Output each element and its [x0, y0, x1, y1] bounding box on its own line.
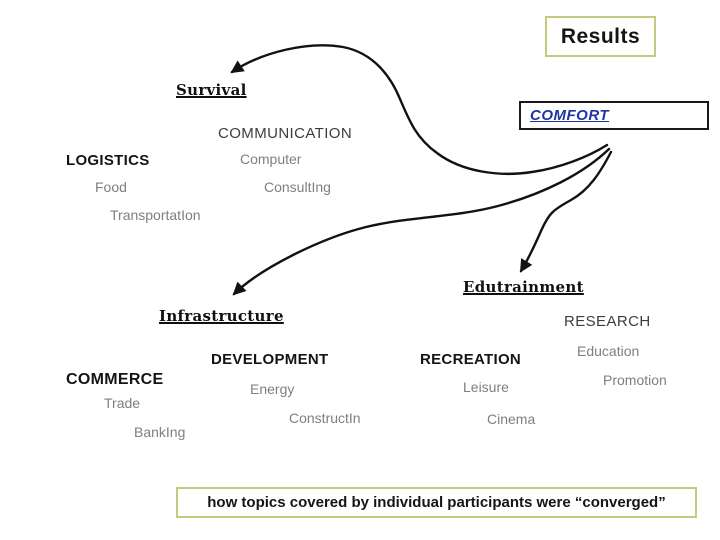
- comfort-box: COMFORT: [519, 101, 709, 130]
- development-label: DEVELOPMENT: [211, 351, 329, 368]
- topic-cinema: Cinema: [487, 411, 536, 427]
- caption-text: how topics covered by individual partici…: [207, 494, 666, 511]
- topic-computer: Computer: [240, 151, 302, 167]
- commerce-label: COMMERCE: [66, 371, 164, 388]
- topic-promotion: Promotion: [603, 372, 667, 388]
- topic-transportation: TransportatIon: [110, 207, 201, 223]
- topic-consulting: ConsultIng: [264, 179, 331, 195]
- caption-box: how topics covered by individual partici…: [176, 487, 697, 518]
- results-label: Results: [560, 24, 641, 48]
- arrow-to-infrastructure: [232, 147, 611, 296]
- edutrainment-label: Edutrainment: [463, 278, 584, 296]
- results-box: Results: [545, 16, 656, 57]
- topic-trade: Trade: [104, 395, 141, 411]
- topic-energy: Energy: [250, 381, 295, 397]
- arrow-to-edutrainment: [519, 150, 613, 273]
- topic-leisure: Leisure: [463, 379, 509, 395]
- logistics-label: LOGISTICS: [66, 152, 150, 169]
- topic-food: Food: [95, 179, 127, 195]
- recreation-label: RECREATION: [420, 351, 522, 368]
- topic-construction: ConstructIn: [289, 410, 361, 426]
- comfort-label: COMFORT: [530, 107, 610, 124]
- topic-education: Education: [577, 343, 640, 359]
- communication-label: COMMUNICATION: [218, 125, 353, 142]
- topic-banking: BankIng: [134, 424, 186, 440]
- survival-label: Survival: [176, 81, 247, 99]
- infrastructure-label: Infrastructure: [159, 307, 284, 325]
- research-label: RESEARCH: [564, 313, 651, 330]
